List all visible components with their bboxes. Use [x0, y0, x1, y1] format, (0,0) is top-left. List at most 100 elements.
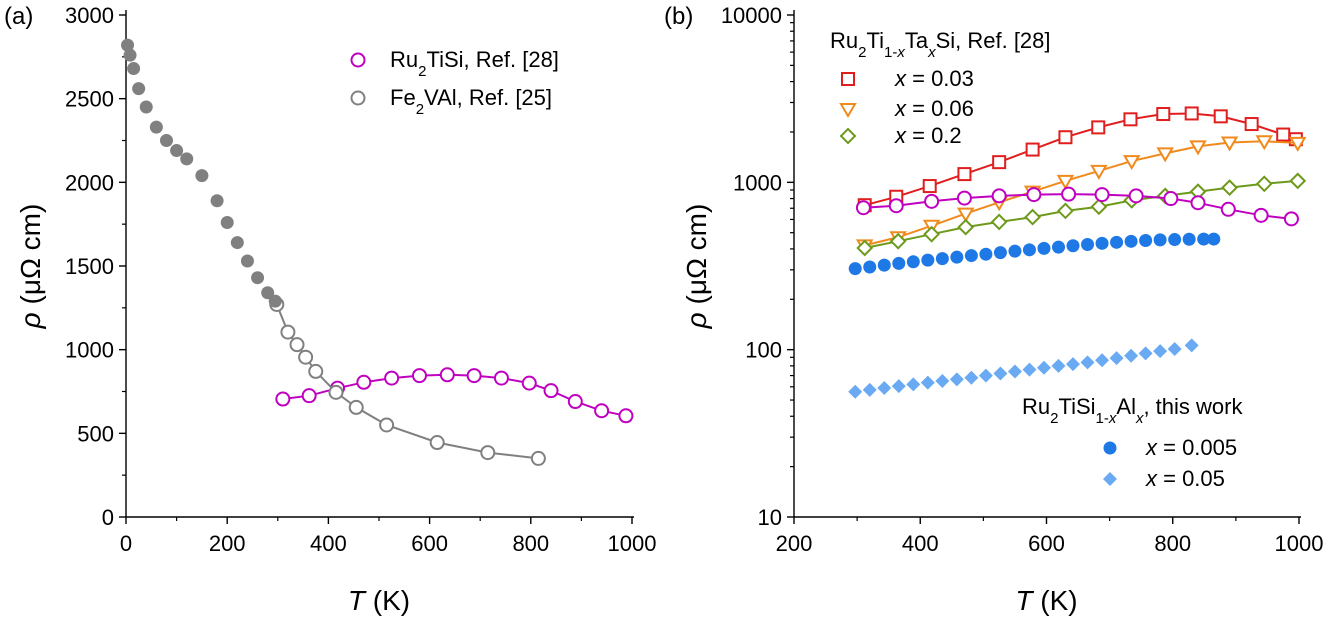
- data-point: [848, 262, 862, 276]
- data-point: [990, 213, 1008, 231]
- x-axis-label: T (K): [1015, 585, 1077, 616]
- y-tick-label: 10000: [721, 3, 782, 28]
- legend-title-part: x: [1108, 410, 1117, 427]
- y-axis-label: ρ (μΩ cm): [681, 204, 712, 330]
- data-point: [935, 373, 950, 388]
- data-point: [1036, 360, 1051, 375]
- data-point: [1066, 239, 1080, 253]
- data-point: [1167, 341, 1182, 356]
- legend-label: x = 0.005: [1145, 435, 1237, 460]
- data-point: [1123, 112, 1138, 127]
- legend: Ru2Ti1-xTaxSi, Ref. [28]x = 0.03x = 0.06…: [830, 28, 1243, 491]
- data-point: [356, 374, 372, 390]
- panel-label: (a): [4, 3, 33, 30]
- data-point: [328, 384, 344, 400]
- legend-label: x = 0.03: [894, 66, 974, 91]
- data-point: [906, 377, 921, 392]
- legend-label-var: x: [1145, 466, 1158, 491]
- data-point: [1197, 232, 1211, 246]
- data-point: [956, 190, 972, 206]
- data-point: [251, 271, 265, 285]
- series-4: [848, 232, 1221, 276]
- data-point: [855, 200, 871, 216]
- y-tick-label: 500: [77, 421, 114, 446]
- x-axis-label: T (K): [348, 585, 410, 616]
- data-point: [240, 254, 254, 268]
- data-point: [891, 379, 906, 394]
- legend-title-part: x: [1135, 410, 1144, 427]
- legend-label-part: 2: [418, 63, 426, 80]
- y-tick-label: 1500: [65, 254, 114, 279]
- x-tick-label: 600: [411, 531, 448, 556]
- data-point: [877, 381, 892, 396]
- data-point: [261, 286, 275, 300]
- data-point: [1207, 232, 1221, 246]
- data-point: [1081, 238, 1095, 252]
- data-point: [1189, 140, 1207, 156]
- data-point: [1128, 188, 1144, 204]
- y-tick-label: 1000: [65, 338, 114, 363]
- data-point: [1221, 179, 1238, 197]
- legend: Ru2TiSi, Ref. [28] Fe2VAl, Ref. [25]: [350, 47, 559, 118]
- data-point: [1094, 187, 1110, 203]
- data-point: [1080, 355, 1095, 370]
- data-point: [384, 370, 400, 386]
- data-point: [567, 394, 583, 410]
- data-point: [1022, 243, 1036, 257]
- legend-label-value: = 0.2: [906, 123, 962, 148]
- data-point: [992, 155, 1007, 170]
- data-point: [1037, 241, 1051, 255]
- data-point: [195, 169, 209, 183]
- legend-label: Ru2TiSi, Ref. [28]: [390, 47, 559, 80]
- x-tick-label: 1000: [608, 531, 657, 556]
- data-point: [439, 367, 455, 383]
- legend-label-var: x: [894, 96, 907, 121]
- data-point: [856, 239, 874, 257]
- series-0: [275, 367, 634, 424]
- data-point: [180, 152, 194, 166]
- legend-label: Fe2VAl, Ref. [25]: [390, 85, 552, 118]
- data-point: [1091, 120, 1106, 135]
- data-point: [379, 417, 395, 433]
- data-point: [906, 255, 920, 269]
- data-point: [1163, 191, 1179, 207]
- data-point: [594, 403, 610, 419]
- legend-label-part: 2: [416, 101, 424, 118]
- data-point: [935, 252, 949, 266]
- data-point: [1253, 207, 1269, 223]
- data-point: [1061, 186, 1077, 202]
- data-point: [170, 144, 184, 158]
- data-point: [1051, 240, 1065, 254]
- y-axis-label-unit: (μΩ cm): [15, 204, 46, 313]
- legend-title-part: 1-: [884, 44, 897, 61]
- data-point: [979, 247, 993, 261]
- legend-title-part: Ta: [905, 28, 929, 53]
- legend-title-part: Ru: [830, 28, 858, 53]
- legend-label-var: x: [894, 66, 907, 91]
- x-axis-label-unit: (K): [365, 585, 410, 616]
- data-point: [1184, 106, 1199, 121]
- data-point: [1066, 357, 1081, 372]
- data-point: [123, 48, 137, 62]
- data-point: [1057, 202, 1074, 220]
- legend-label: x = 0.2: [894, 123, 962, 148]
- data-point: [275, 391, 291, 407]
- data-point: [1138, 346, 1153, 361]
- series-5: [848, 338, 1199, 399]
- data-point: [1058, 130, 1073, 145]
- legend-title-part: 1-: [1096, 410, 1109, 427]
- data-point: [991, 188, 1007, 204]
- data-point: [920, 375, 935, 390]
- data-point: [1283, 211, 1299, 227]
- data-point: [1220, 136, 1239, 152]
- legend-title-part: , this work: [1143, 394, 1243, 419]
- data-point: [1153, 344, 1168, 359]
- data-point: [618, 408, 634, 424]
- data-point: [493, 370, 509, 386]
- data-point: [1090, 198, 1108, 216]
- data-point: [922, 179, 937, 194]
- legend-marker: [839, 127, 857, 145]
- data-point: [1213, 109, 1228, 124]
- data-point: [466, 368, 482, 384]
